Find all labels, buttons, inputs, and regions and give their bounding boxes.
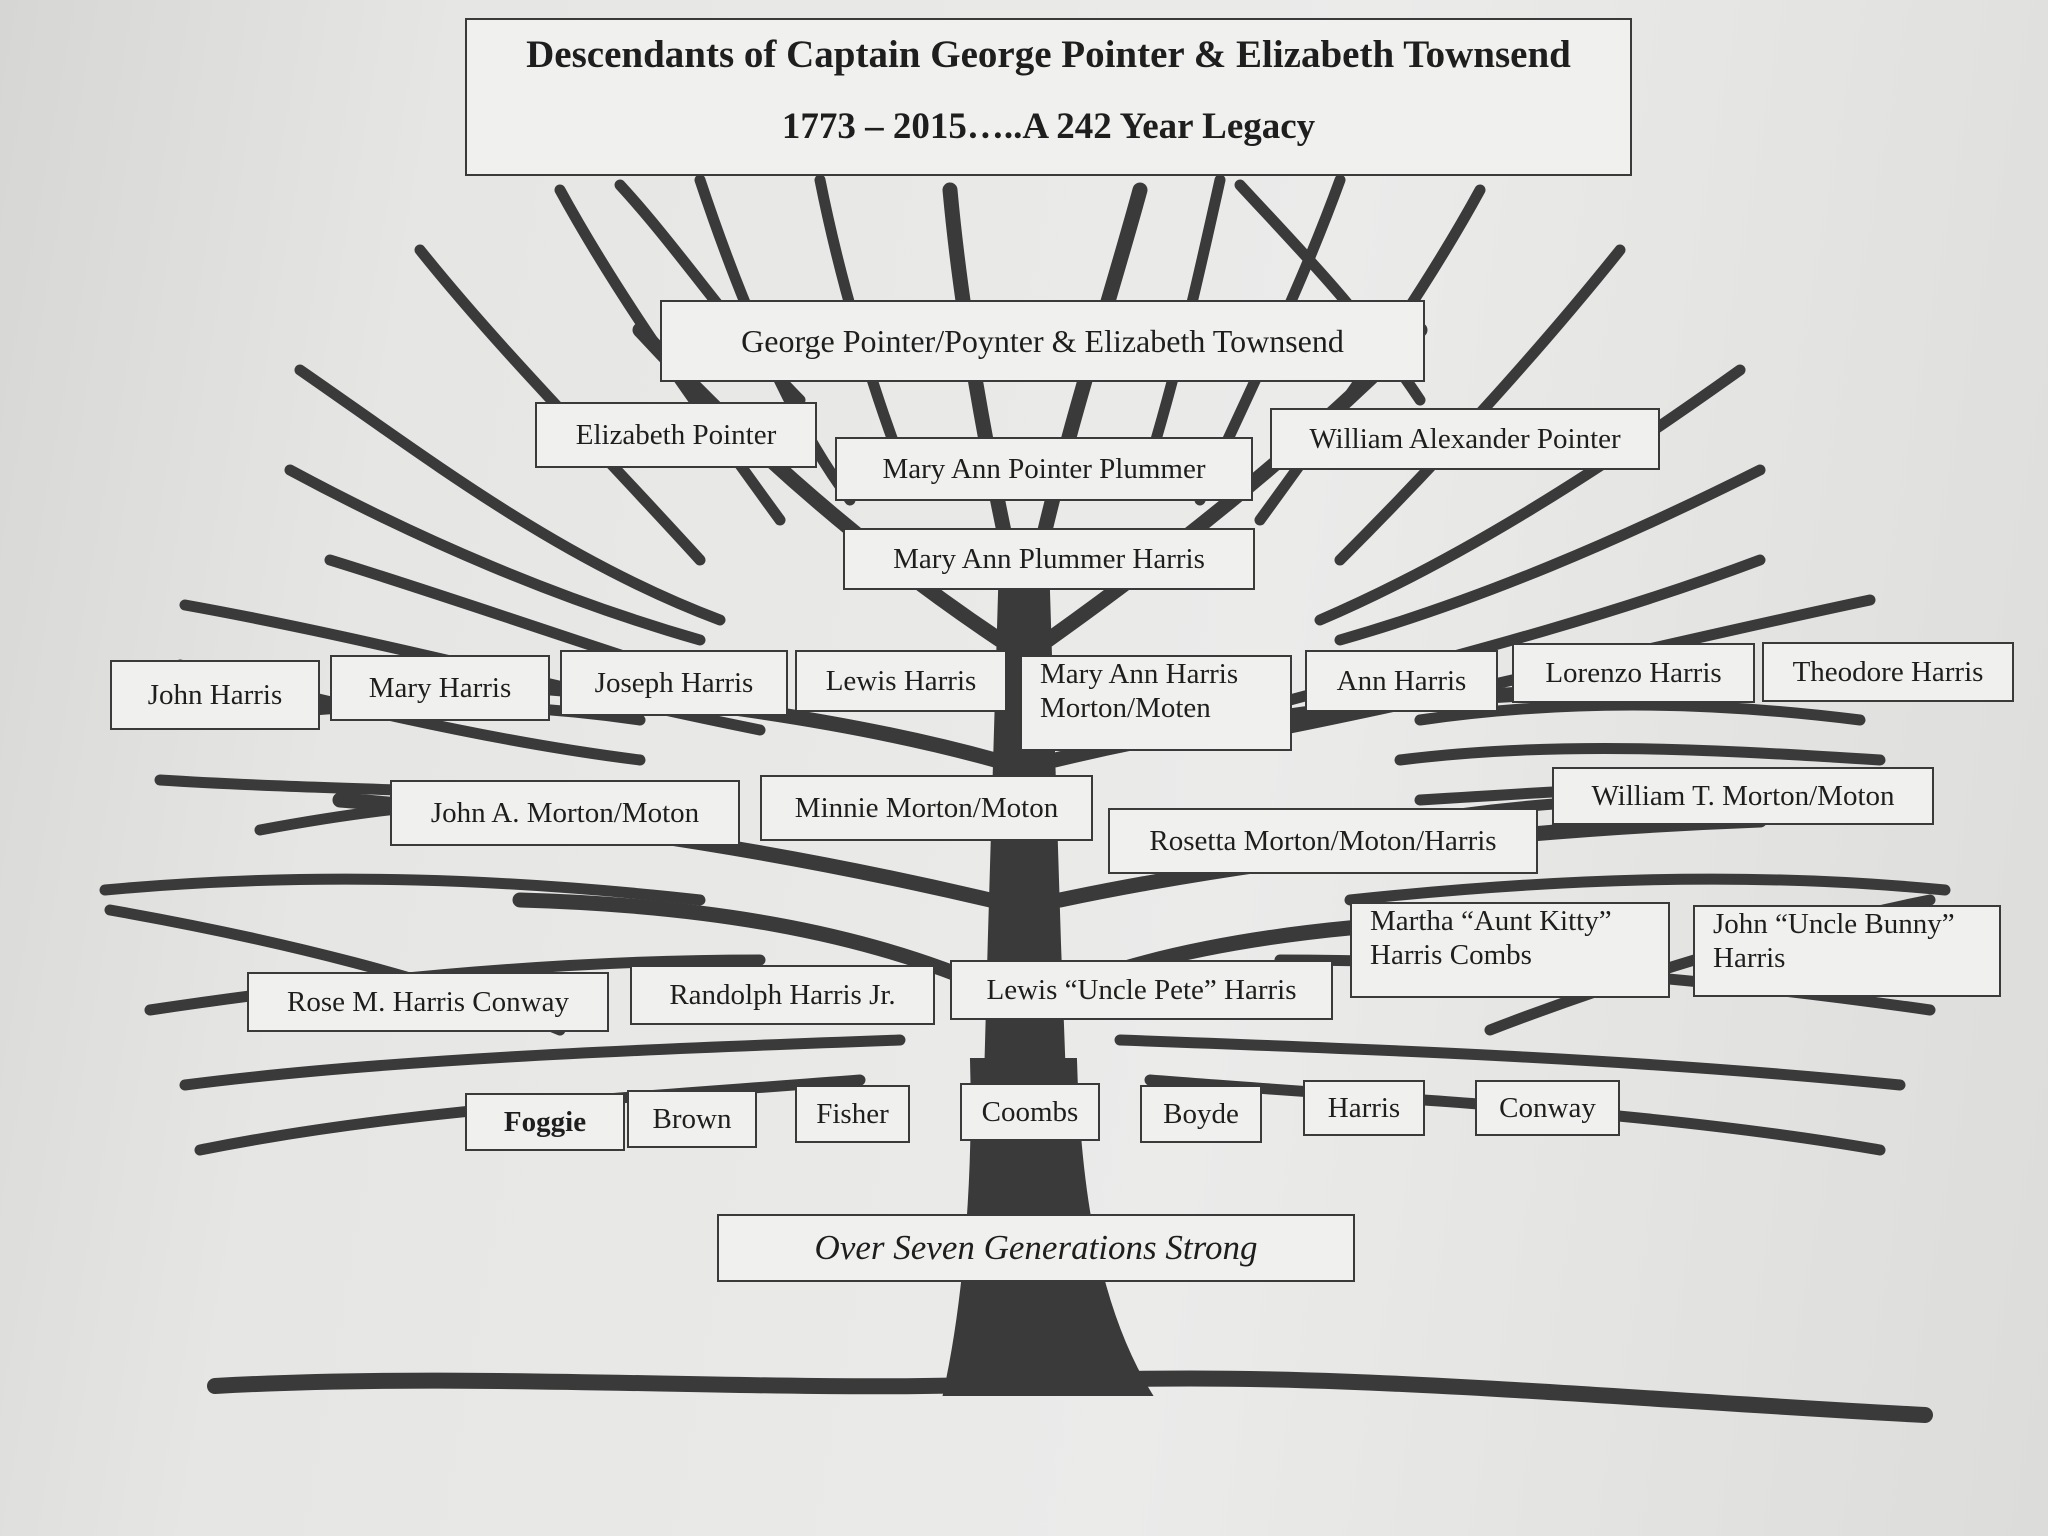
node-mary-ann-plummer-harris: Mary Ann Plummer Harris	[843, 528, 1255, 590]
node-label: Randolph Harris Jr.	[669, 979, 896, 1011]
node-label: Ann Harris	[1336, 665, 1467, 697]
node-label: Joseph Harris	[594, 667, 754, 699]
surname-label: Conway	[1499, 1092, 1596, 1124]
surname-foggie: Foggie	[465, 1093, 625, 1151]
node-rosetta-morton: Rosetta Morton/Moton/Harris	[1108, 808, 1538, 874]
node-mary-ann-pointer-plummer: Mary Ann Pointer Plummer	[835, 437, 1253, 501]
node-lewis-uncle-pete-harris: Lewis “Uncle Pete” Harris	[950, 960, 1333, 1020]
surname-coombs: Coombs	[960, 1083, 1100, 1141]
surname-label: Coombs	[981, 1096, 1079, 1128]
title-box: Descendants of Captain George Pointer & …	[465, 18, 1632, 176]
node-randolph-harris-jr: Randolph Harris Jr.	[630, 965, 935, 1025]
node-label: Lewis Harris	[825, 665, 977, 697]
page-title: Descendants of Captain George Pointer & …	[526, 33, 1571, 76]
surname-boyde: Boyde	[1140, 1085, 1262, 1143]
node-label: Lewis “Uncle Pete” Harris	[986, 974, 1297, 1006]
surname-label: Boyde	[1163, 1098, 1239, 1130]
node-martha-aunt-kitty: Martha “Aunt Kitty” Harris Combs	[1350, 902, 1670, 998]
node-label: John Harris	[147, 679, 283, 711]
node-label-line2: Harris Combs	[1370, 939, 1532, 971]
footer-caption: Over Seven Generations Strong	[814, 1228, 1258, 1267]
node-label: Mary Harris	[368, 672, 512, 704]
node-john-harris: John Harris	[110, 660, 320, 730]
node-label-line2: Morton/Moten	[1040, 692, 1211, 724]
node-label: William Alexander Pointer	[1309, 423, 1621, 455]
node-label-line1: Martha “Aunt Kitty”	[1370, 905, 1612, 937]
surname-harris: Harris	[1303, 1080, 1425, 1136]
surname-label: Foggie	[503, 1106, 587, 1138]
node-theodore-harris: Theodore Harris	[1762, 642, 2014, 702]
node-lorenzo-harris: Lorenzo Harris	[1512, 643, 1755, 703]
node-william-alexander-pointer: William Alexander Pointer	[1270, 408, 1660, 470]
surname-label: Brown	[652, 1103, 732, 1135]
node-founders: George Pointer/Poynter & Elizabeth Towns…	[660, 300, 1425, 382]
node-founders-label: George Pointer/Poynter & Elizabeth Towns…	[741, 323, 1344, 359]
node-label: Theodore Harris	[1792, 656, 1984, 688]
node-rose-harris-conway: Rose M. Harris Conway	[247, 972, 609, 1032]
surname-label: Fisher	[816, 1098, 889, 1130]
page-subtitle: 1773 – 2015…..A 242 Year Legacy	[781, 106, 1316, 147]
node-lewis-harris: Lewis Harris	[795, 650, 1007, 712]
node-label-line2: Harris	[1713, 942, 1786, 974]
node-label: Rosetta Morton/Moton/Harris	[1149, 825, 1497, 857]
node-label: Mary Ann Plummer Harris	[893, 543, 1205, 575]
node-label-line1: John “Uncle Bunny”	[1713, 908, 1955, 940]
surname-brown: Brown	[627, 1090, 757, 1148]
node-john-a-morton: John A. Morton/Moton	[390, 780, 740, 846]
node-joseph-harris: Joseph Harris	[560, 650, 788, 716]
node-label: Elizabeth Pointer	[575, 419, 777, 451]
surname-fisher: Fisher	[795, 1085, 910, 1143]
node-elizabeth-pointer: Elizabeth Pointer	[535, 402, 817, 468]
node-william-t-morton: William T. Morton/Moton	[1552, 767, 1934, 825]
node-ann-harris: Ann Harris	[1305, 650, 1498, 712]
node-label: Rose M. Harris Conway	[287, 986, 569, 1018]
node-john-uncle-bunny: John “Uncle Bunny” Harris	[1693, 905, 2001, 997]
surname-conway: Conway	[1475, 1080, 1620, 1136]
node-label: Mary Ann Pointer Plummer	[882, 453, 1206, 485]
node-label: Lorenzo Harris	[1545, 657, 1722, 689]
node-mary-harris: Mary Harris	[330, 655, 550, 721]
node-label-line1: Mary Ann Harris	[1040, 658, 1239, 690]
node-label: John A. Morton/Moton	[430, 797, 700, 829]
node-label: William T. Morton/Moton	[1591, 780, 1895, 812]
footer-caption-box: Over Seven Generations Strong	[717, 1214, 1355, 1282]
node-label: Minnie Morton/Moton	[794, 792, 1059, 824]
node-mary-ann-harris-morton: Mary Ann Harris Morton/Moten	[1020, 655, 1292, 751]
node-minnie-morton: Minnie Morton/Moton	[760, 775, 1093, 841]
surname-label: Harris	[1327, 1092, 1401, 1124]
